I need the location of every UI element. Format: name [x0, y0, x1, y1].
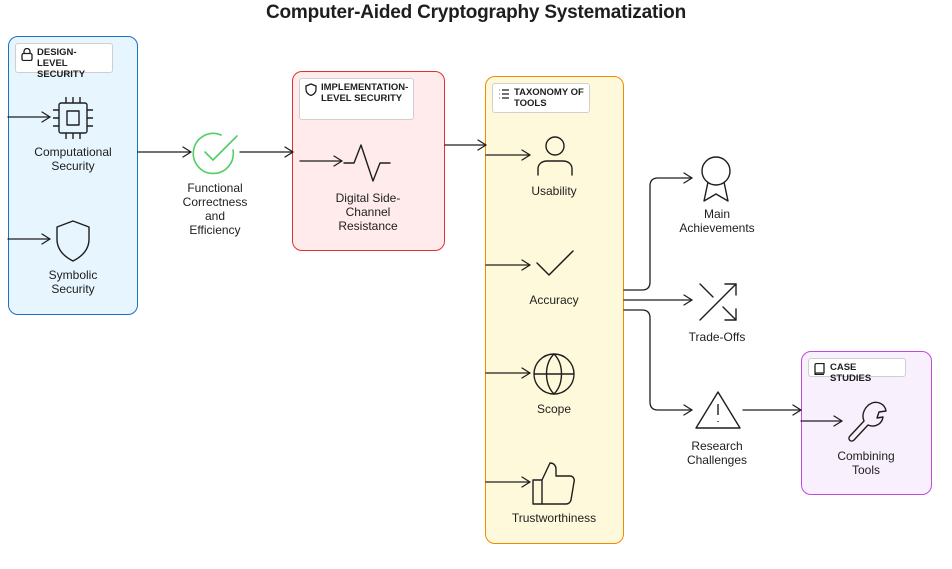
arrow-into-combining: [800, 415, 843, 427]
functional-correctness-label: Functional Correctness and Efficiency: [182, 181, 248, 237]
chip-icon: [53, 97, 93, 139]
arrow-functional-to-implementation: [239, 146, 294, 158]
book-icon: [814, 363, 825, 375]
case-studies-tag-label: CASE STUDIES: [830, 362, 872, 384]
award-icon: [701, 156, 731, 202]
wrench-icon: [848, 401, 887, 442]
arrow-into-scope: [485, 367, 531, 379]
user-icon: [537, 136, 573, 176]
accuracy-label: Accuracy: [529, 293, 579, 307]
arrow-into-computational: [7, 111, 51, 123]
main-achievements-label: Main Achievements: [679, 207, 755, 235]
arrow-into-side-channel: [299, 155, 343, 167]
arrow-taxonomy-to-challenges: [623, 309, 693, 416]
implementation-level-tag: IMPLEMENTATION-LEVEL SECURITY: [299, 78, 414, 120]
implementation-level-tag-label: IMPLEMENTATION-LEVEL SECURITY: [321, 82, 409, 104]
research-challenges-label: Research Challenges: [686, 439, 748, 467]
alert-triangle-icon: [695, 391, 741, 429]
arrow-into-usability: [485, 149, 531, 161]
arrow-taxonomy-to-tradeoffs: [623, 294, 693, 306]
trade-offs-label: Trade-Offs: [688, 330, 746, 344]
trustworthiness-label: Trustworthiness: [511, 511, 597, 525]
globe-icon: [533, 353, 575, 395]
arrow-into-trustworthiness: [485, 476, 531, 488]
check-circle-icon: [192, 132, 238, 175]
activity-icon: [343, 144, 391, 182]
shield-icon: [56, 220, 90, 262]
scope-label: Scope: [536, 402, 572, 416]
design-level-tag: DESIGN-LEVEL SECURITY: [15, 43, 113, 80]
thumbs-up-icon: [532, 462, 575, 505]
usability-label: Usability: [531, 184, 577, 198]
lock-icon: [21, 48, 33, 61]
symbolic-security-label: Symbolic Security: [48, 268, 98, 296]
combining-tools-label: Combining Tools: [837, 449, 895, 477]
taxonomy-tag: TAXONOMY OF TOOLS: [492, 83, 590, 113]
arrow-into-symbolic: [7, 233, 51, 245]
computational-security-label: Computational Security: [34, 145, 112, 173]
design-level-group: [8, 36, 138, 315]
diagram-title: Computer-Aided Cryptography Systematizat…: [265, 2, 686, 23]
list-icon: [499, 89, 509, 99]
shuffle-icon: [699, 283, 737, 321]
arrow-taxonomy-to-achievements: [623, 172, 693, 291]
case-studies-tag: CASE STUDIES: [808, 358, 906, 384]
arrow-into-accuracy: [485, 259, 531, 271]
side-channel-label: Digital Side- Channel Resistance: [335, 191, 401, 233]
arrow-challenges-to-case-studies: [742, 404, 802, 416]
design-level-tag-label: DESIGN-LEVEL SECURITY: [37, 47, 86, 80]
arrow-implementation-to-taxonomy: [444, 139, 487, 151]
arrow-design-to-functional: [137, 146, 192, 158]
check-icon: [536, 250, 574, 276]
shield-icon: [305, 83, 317, 96]
taxonomy-tag-label: TAXONOMY OF TOOLS: [514, 87, 584, 109]
